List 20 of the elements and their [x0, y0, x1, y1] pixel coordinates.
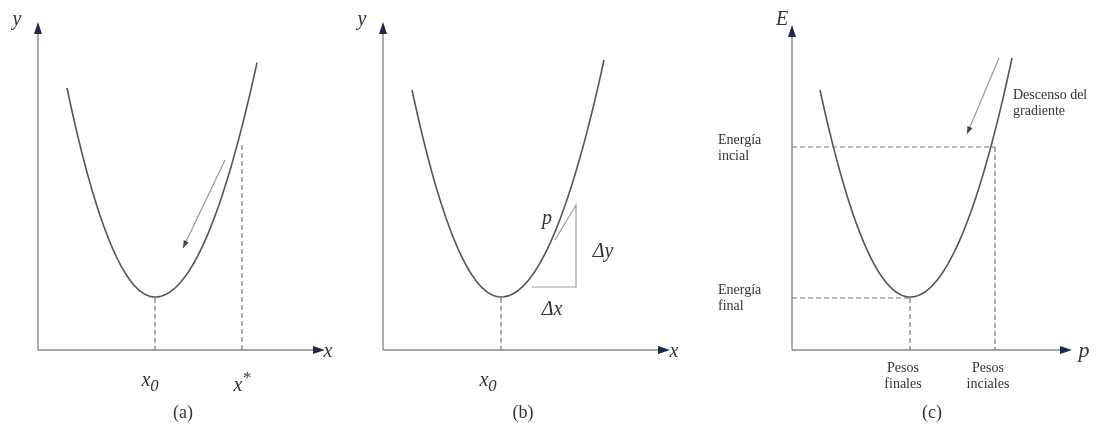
point-label: p — [542, 205, 552, 229]
tick-label: Pesos finales — [883, 359, 923, 393]
tick-label: x$^{*}$ — [233, 368, 251, 396]
annotation-text: Descenso del gradiente — [1013, 86, 1089, 120]
axis-label: x — [669, 338, 679, 362]
level-label: Energía final — [718, 281, 763, 315]
axis-label: x — [323, 338, 333, 362]
tick-label: Pesos inciales — [965, 359, 1011, 393]
axis-label: y — [357, 6, 367, 30]
tick-label: x$_{0}$ — [479, 368, 497, 396]
axis-label: y — [12, 6, 22, 30]
panel-caption: (c) — [922, 401, 942, 423]
panel-caption: (b) — [512, 401, 534, 423]
tick-label: x$_{0}$ — [141, 368, 159, 396]
axis-label: p — [1078, 337, 1090, 363]
axis-label: E — [775, 6, 789, 30]
level-label: Energía incial — [718, 131, 763, 165]
increment-label: Δx — [541, 296, 563, 320]
increment-label: Δy — [592, 238, 614, 262]
panel-caption: (a) — [173, 401, 193, 423]
